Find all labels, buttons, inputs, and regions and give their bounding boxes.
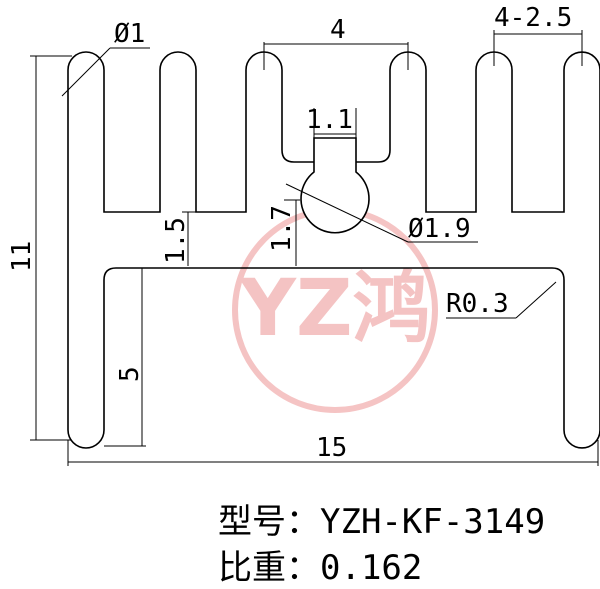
dim-hole-offset-label: 1.7 (267, 205, 297, 252)
dim-total-height-label: 11 (7, 241, 37, 272)
dim-leg-height-label: 5 (115, 366, 145, 382)
watermark-text: YZ鸿 (238, 264, 430, 354)
model-label: 型号： (218, 502, 320, 542)
dim-total-height (30, 55, 72, 441)
dim-hole-diameter-label: Ø1.9 (408, 214, 471, 244)
dim-center-gap (263, 42, 409, 70)
dim-fin-pitch (493, 30, 583, 66)
dim-fin-diameter (61, 47, 150, 97)
dim-fin-pitch-label: 4-2.5 (494, 3, 572, 33)
dim-total-width (67, 440, 599, 466)
dim-base-thickness (182, 211, 200, 266)
model-line: 型号：YZH-KF-3149 (218, 494, 545, 543)
dim-slot-width (313, 108, 357, 140)
weight-line: 比重：0.162 (218, 540, 422, 589)
dim-corner-radius (446, 281, 557, 319)
dim-slot-width-label: 1.1 (306, 105, 353, 135)
weight-value: 0.162 (320, 548, 423, 588)
watermark-logo: YZ鸿 (232, 207, 438, 413)
dim-base-thickness-label: 1.5 (161, 217, 191, 264)
dim-total-width-label: 15 (316, 433, 347, 463)
dim-fin-diameter-label: Ø1 (114, 19, 145, 49)
dim-hole-offset (284, 199, 300, 266)
dim-leg-height (104, 268, 146, 447)
center-keyhole-hole (300, 162, 370, 234)
model-value: YZH-KF-3149 (320, 502, 546, 542)
heatsink-outline (67, 51, 600, 449)
weight-label: 比重： (218, 548, 320, 588)
dim-center-gap-label: 4 (330, 15, 346, 45)
dim-corner-radius-label: R0.3 (446, 289, 509, 319)
dim-hole-diameter (285, 183, 478, 243)
